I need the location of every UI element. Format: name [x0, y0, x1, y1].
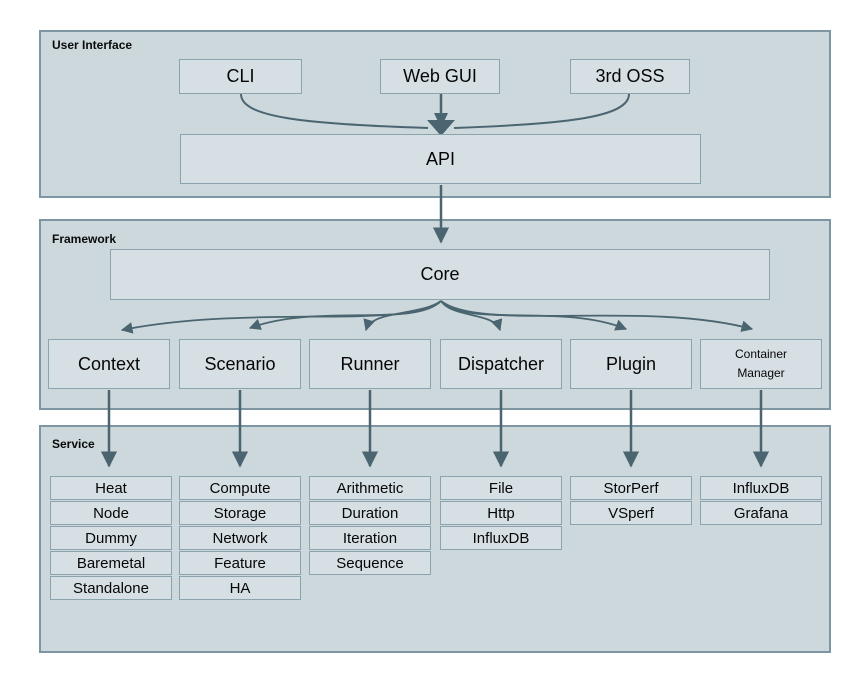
- container-manager-line1: Container: [734, 347, 788, 361]
- service-feature: Feature: [179, 551, 301, 575]
- service-storage: Storage: [179, 501, 301, 525]
- service-influxdb-container: InfluxDB: [700, 476, 822, 500]
- service-baremetal: Baremetal: [50, 551, 172, 575]
- section-label-service: Service: [52, 437, 95, 451]
- service-sequence: Sequence: [309, 551, 431, 575]
- box-scenario: Scenario: [179, 339, 301, 389]
- box-container-manager: Container Manager: [700, 339, 822, 389]
- service-network: Network: [179, 526, 301, 550]
- service-node: Node: [50, 501, 172, 525]
- box-core: Core: [110, 249, 770, 300]
- service-dummy: Dummy: [50, 526, 172, 550]
- box-cli: CLI: [179, 59, 302, 94]
- container-manager-line2: Manager: [737, 366, 785, 380]
- service-influxdb-dispatcher: InfluxDB: [440, 526, 562, 550]
- section-label-user-interface: User Interface: [52, 38, 133, 52]
- service-duration: Duration: [309, 501, 431, 525]
- box-api: API: [180, 134, 701, 184]
- service-iteration: Iteration: [309, 526, 431, 550]
- box-runner: Runner: [309, 339, 431, 389]
- service-vsperf: VSperf: [570, 501, 692, 525]
- service-standalone: Standalone: [50, 576, 172, 600]
- service-http: Http: [440, 501, 562, 525]
- box-plugin: Plugin: [570, 339, 692, 389]
- service-grafana: Grafana: [700, 501, 822, 525]
- section-label-framework: Framework: [52, 232, 117, 246]
- service-storperf: StorPerf: [570, 476, 692, 500]
- box-dispatcher: Dispatcher: [440, 339, 562, 389]
- service-compute: Compute: [179, 476, 301, 500]
- service-ha: HA: [179, 576, 301, 600]
- box-context: Context: [48, 339, 170, 389]
- service-heat: Heat: [50, 476, 172, 500]
- box-3rd-oss: 3rd OSS: [570, 59, 690, 94]
- service-arithmetic: Arithmetic: [309, 476, 431, 500]
- service-file: File: [440, 476, 562, 500]
- box-web-gui: Web GUI: [380, 59, 500, 94]
